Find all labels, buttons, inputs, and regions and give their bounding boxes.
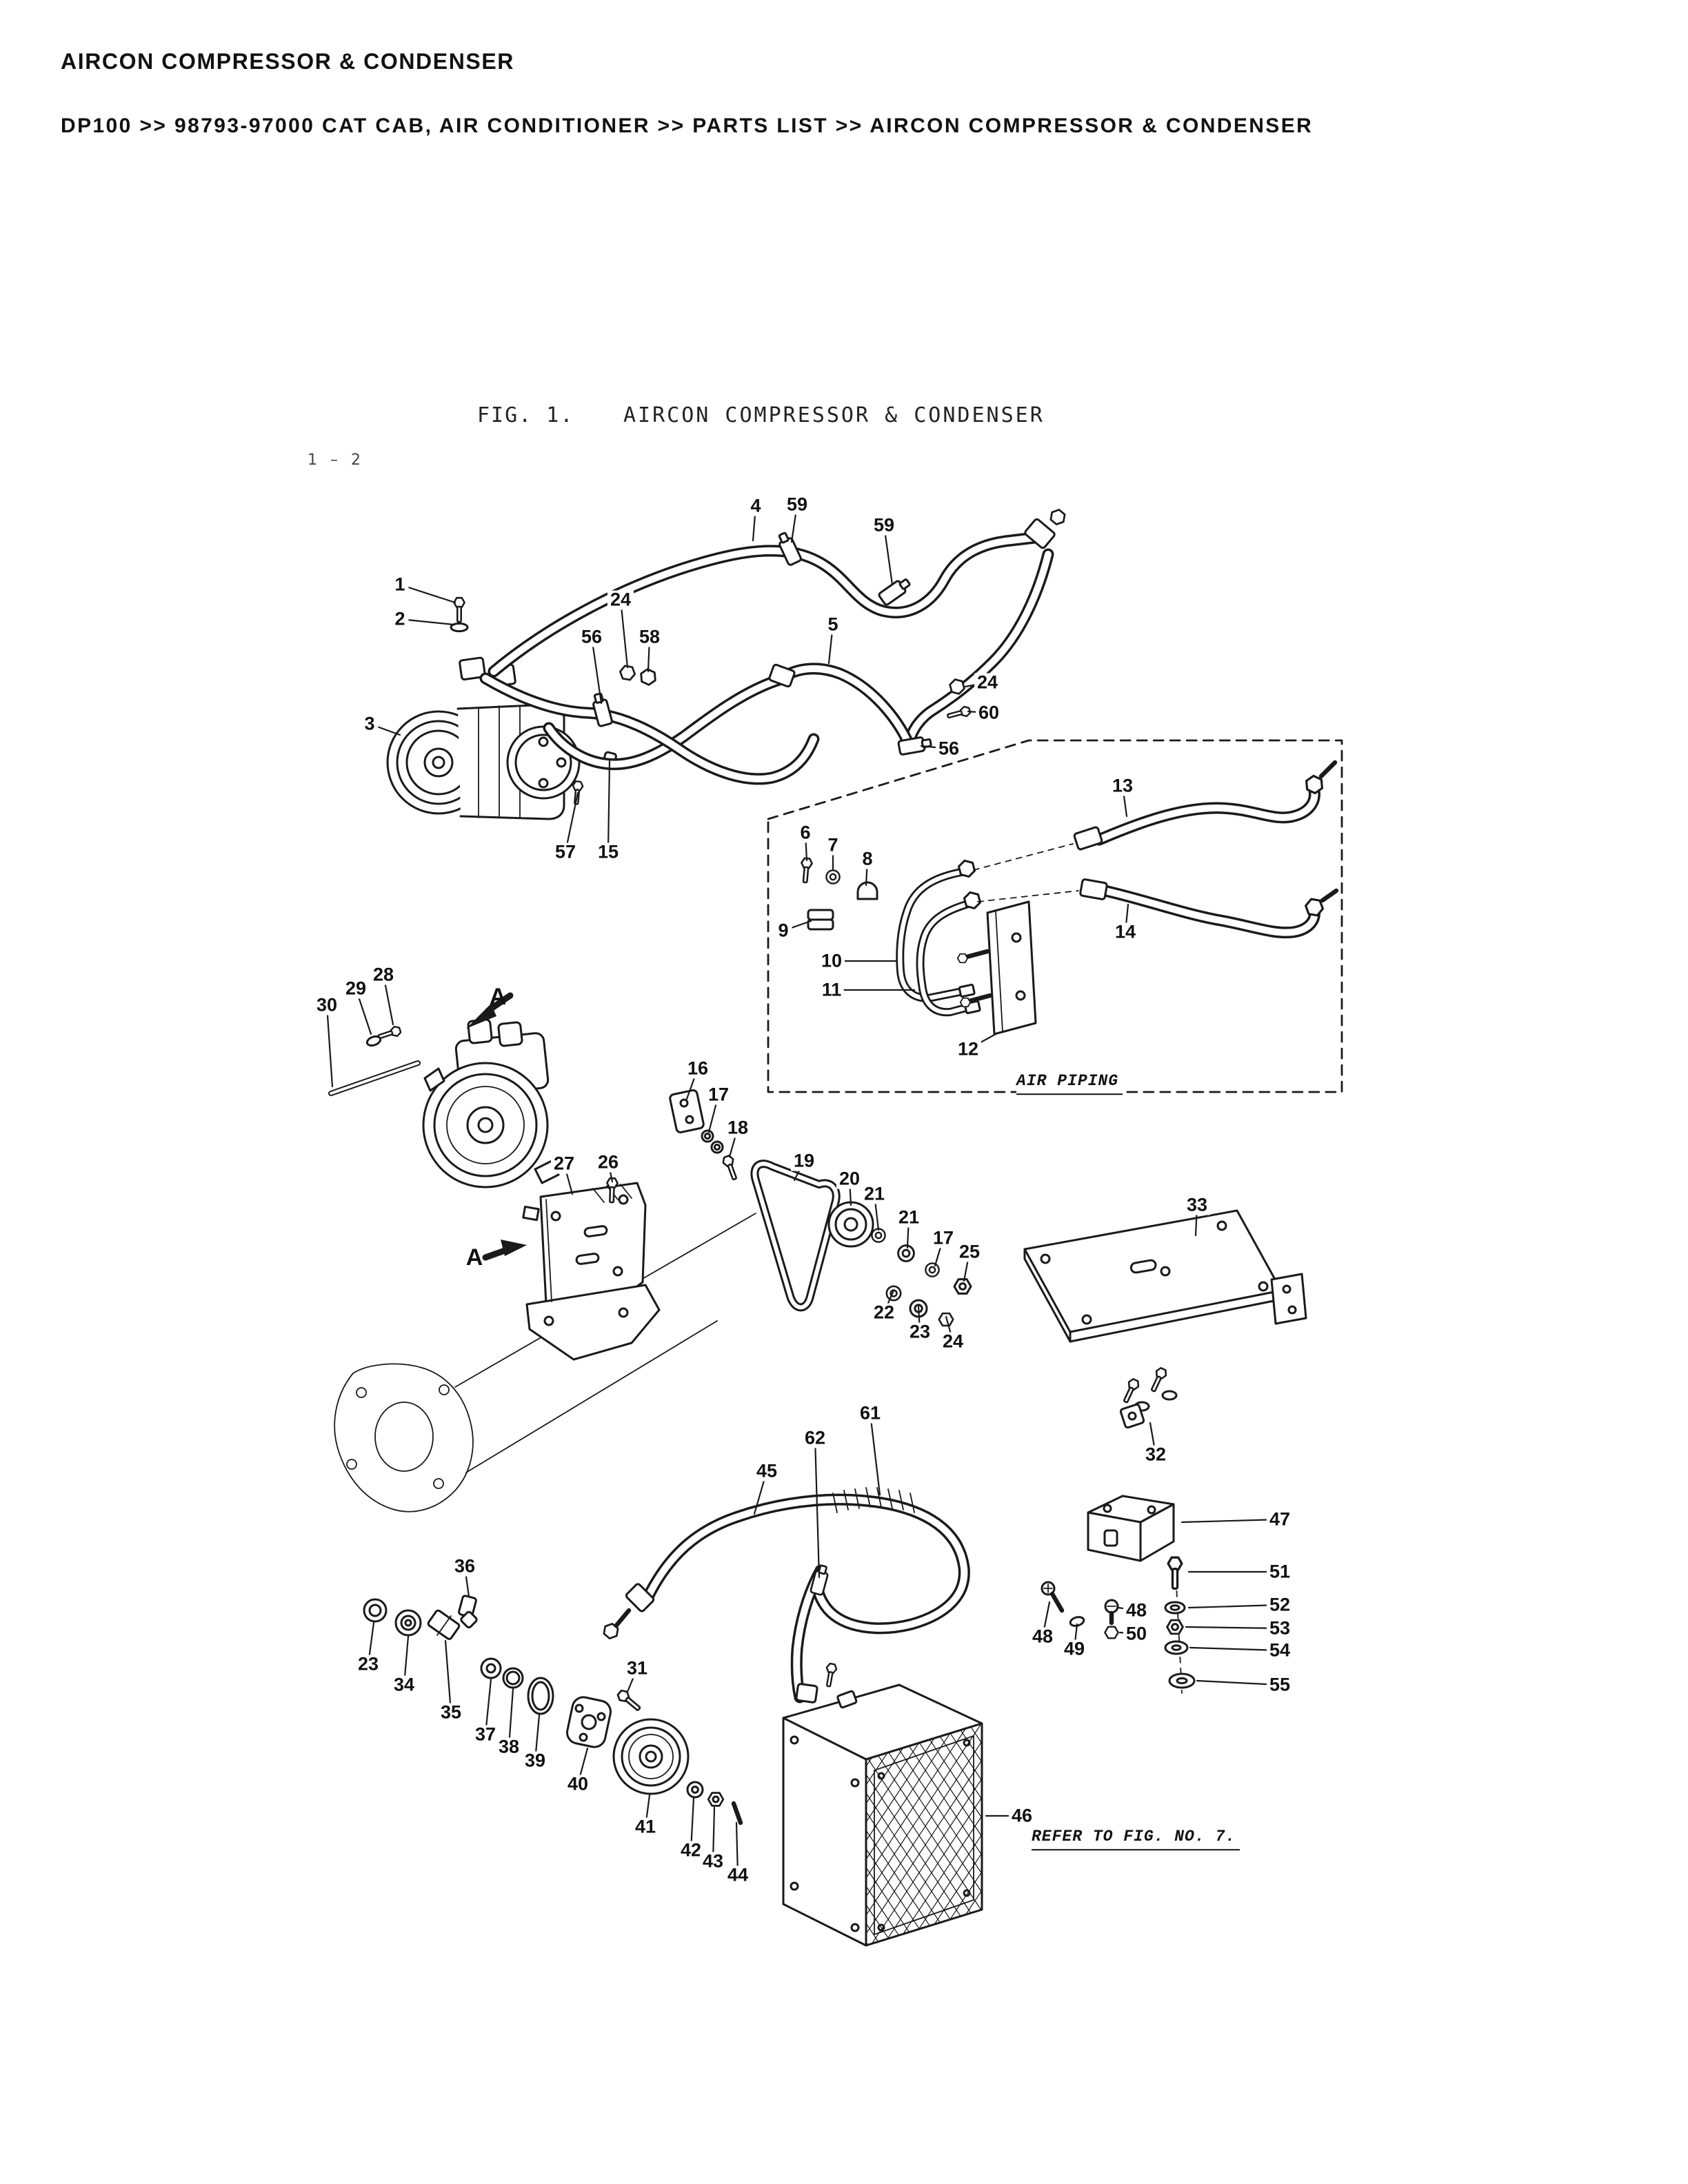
- figure-label: FIG. 1.: [477, 403, 574, 427]
- small-parts-row: [363, 1595, 743, 1826]
- bracket-47-hardware: [1041, 1495, 1196, 1694]
- breadcrumb: DP100 >> 98793-97000 CAT CAB, AIR CONDIT…: [61, 114, 1314, 138]
- air-piping-group: [767, 739, 1343, 1093]
- mounting-bracket-27: [522, 1177, 661, 1361]
- sheet-marker: 1 – 2: [308, 451, 365, 469]
- condenser-hose-45: [600, 1487, 965, 1703]
- hose-assembly-top: [485, 506, 1069, 779]
- condenser-46: [782, 1662, 983, 1947]
- figure-title: AIRCON COMPRESSOR & CONDENSER: [623, 403, 1045, 427]
- belt-and-pulley: [669, 1089, 972, 1327]
- mounting-plate-33: [1023, 1209, 1307, 1429]
- compressor-3: [386, 596, 617, 820]
- compressor-view-a: [328, 1018, 560, 1189]
- view-arrows: [466, 992, 527, 1261]
- page-title: AIRCON COMPRESSOR & CONDENSER: [61, 51, 515, 74]
- housing-outline: [334, 1213, 756, 1513]
